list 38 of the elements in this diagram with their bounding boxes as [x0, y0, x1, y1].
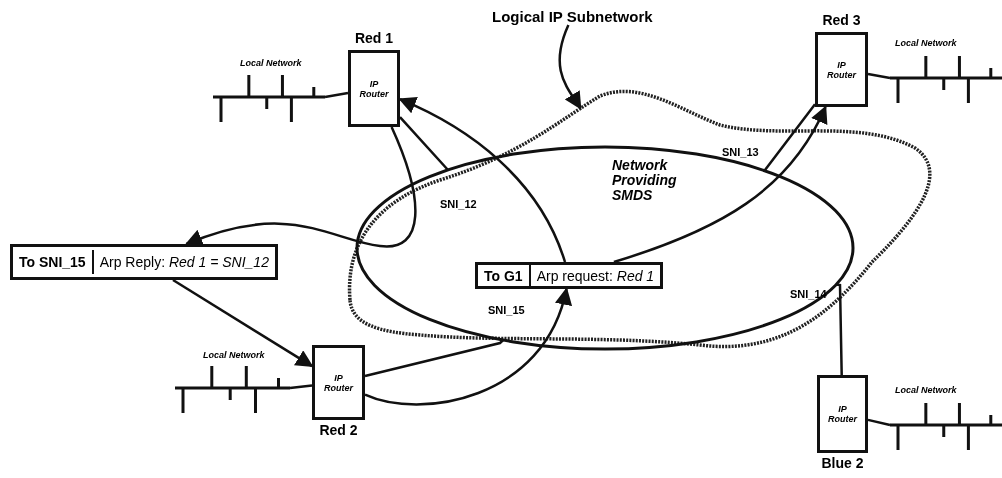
network-label: Local Network: [240, 58, 302, 68]
arrow: [613, 105, 827, 264]
connection-line: [836, 283, 843, 376]
router-name: Blue 2: [820, 455, 865, 471]
subnetwork-title: Logical IP Subnetwork: [492, 8, 653, 25]
router-label: IP Router: [359, 78, 389, 99]
network-label: Local Network: [895, 38, 957, 48]
router-name: Red 1: [353, 30, 395, 46]
message-box: [10, 244, 278, 280]
interface-label: SNI_15: [488, 304, 525, 316]
router-label: IP Router: [323, 372, 354, 393]
network-label: Network Providing SMDS: [612, 158, 678, 203]
message-address: To G1: [483, 266, 524, 286]
interface-label: SNI_13: [722, 146, 759, 158]
arrow: [184, 126, 417, 248]
network-label: Local Network: [895, 385, 957, 395]
connection-line: [289, 384, 313, 390]
router-label: IP Router: [826, 59, 857, 80]
arrow: [172, 278, 314, 368]
connection-line: [763, 103, 816, 172]
network-label: Local Network: [203, 350, 265, 360]
message-content: Arp Reply: Red 1 = SNI_12: [91, 250, 275, 274]
connection-line: [364, 339, 505, 378]
message-address: To SNI_15: [18, 253, 87, 272]
arrow: [364, 287, 571, 406]
router-label: IP Router: [827, 404, 858, 424]
router-name: Red 2: [318, 422, 359, 438]
leader-line: [558, 24, 582, 110]
router-name: Red 3: [821, 12, 862, 28]
connection-line: [867, 418, 891, 427]
connection-line: [324, 91, 349, 99]
message-box: [475, 262, 664, 289]
connection-line: [399, 116, 450, 172]
connection-line: [867, 72, 891, 80]
arrow: [398, 97, 567, 263]
message-content: Arp request: Red 1: [528, 263, 661, 288]
interface-label: SNI_14: [790, 288, 827, 300]
interface-label: SNI_12: [440, 198, 477, 210]
